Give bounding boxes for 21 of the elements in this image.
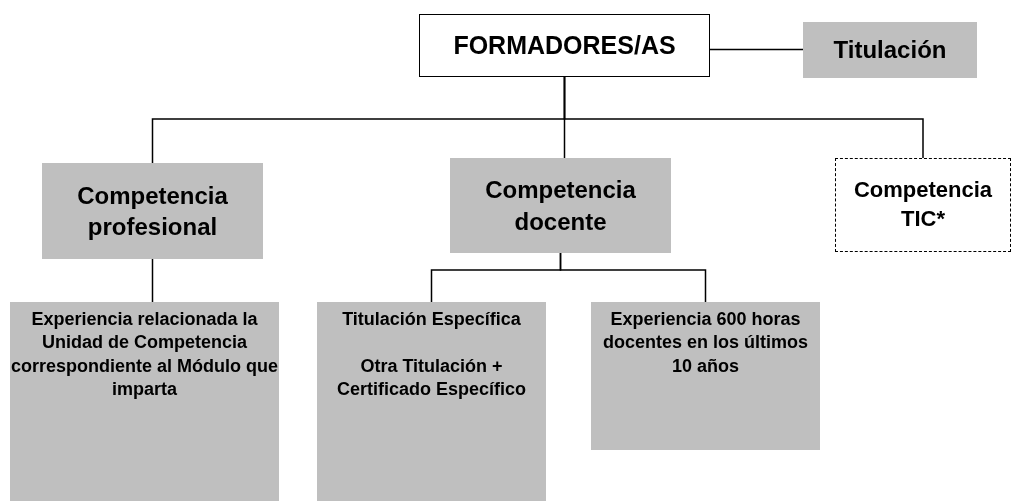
box-label: FORMADORES/AS xyxy=(453,30,676,62)
box-label: Titulación xyxy=(833,35,947,66)
category-box xyxy=(803,22,977,78)
requirement-box xyxy=(591,302,820,450)
box-label: Competencia docente xyxy=(484,175,637,237)
optional-category-box xyxy=(835,158,1011,252)
category-box xyxy=(42,163,263,259)
connector-line xyxy=(563,76,924,159)
root-box xyxy=(419,14,710,77)
box-label: Experiencia relacionada la Unidad de Competencia correspondiente al Módulo que imparta xyxy=(10,308,279,402)
box-label: Titulación Específica xyxy=(342,308,521,331)
connector-line xyxy=(559,252,707,303)
requirement-box xyxy=(10,302,279,501)
connector-line xyxy=(151,258,154,303)
box-label: Competencia TIC* xyxy=(852,176,994,233)
category-box xyxy=(450,158,671,253)
connector-line xyxy=(709,48,804,51)
box-text: Otra Titulación + Certificado Específico xyxy=(335,354,528,402)
box-label: Competencia profesional xyxy=(76,180,229,242)
requirement-box xyxy=(317,302,546,501)
box-label: Experiencia 600 horas docentes en los últimos 10 años xyxy=(601,308,809,378)
